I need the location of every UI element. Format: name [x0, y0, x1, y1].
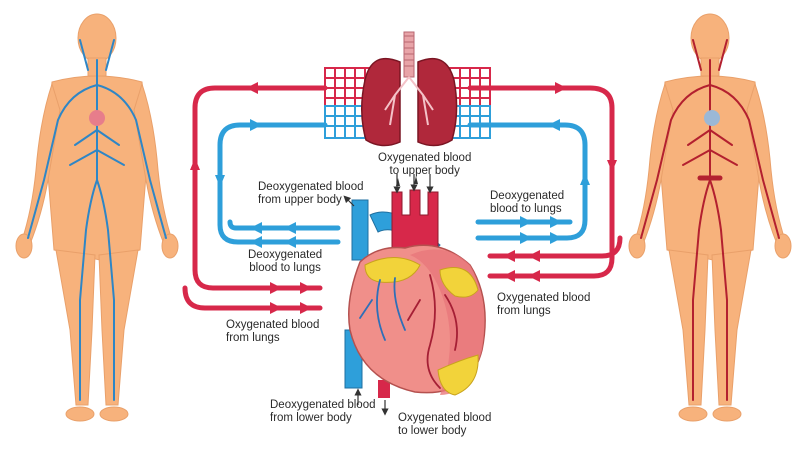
label-oxygenated-to-lower-body: Oxygenated blood to lower body	[398, 412, 492, 437]
flow-arrows	[190, 82, 617, 314]
label-oxygenated-to-upper-body: Oxygenated blood to upper body	[378, 152, 472, 177]
lungs-icon	[361, 31, 458, 147]
label-deoxygenated-from-lower-body: Deoxygenated blood from lower body	[270, 399, 376, 424]
label-oxygenated-from-lungs-left: Oxygenated blood from lungs	[226, 319, 320, 344]
label-deoxygenated-to-lungs-right: Deoxygenated blood to lungs	[490, 190, 565, 215]
heart-icon	[344, 176, 486, 398]
annotation-arrows	[343, 174, 434, 416]
label-oxygenated-from-lungs-right: Oxygenated blood from lungs	[497, 292, 591, 317]
human-body-veins-icon	[15, 13, 179, 422]
label-deoxygenated-from-upper-body: Deoxygenated blood from upper body	[258, 181, 364, 206]
human-body-arteries-icon	[628, 13, 792, 422]
label-deoxygenated-to-lungs-left: Deoxygenated blood to lungs	[248, 249, 323, 274]
